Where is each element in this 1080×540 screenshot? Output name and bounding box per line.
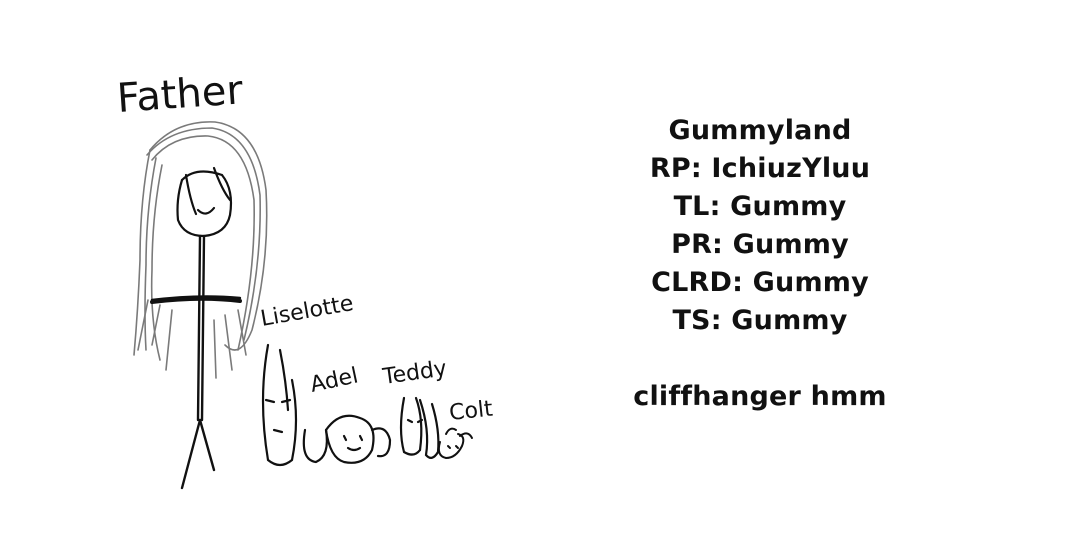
liselotte-label: Liselotte	[259, 291, 356, 332]
credits-note: cliffhanger hmm	[633, 381, 887, 412]
colt-label: Colt	[448, 397, 494, 426]
liselotte-bunny	[261, 343, 298, 467]
credits-title: Gummyland	[668, 115, 852, 146]
adel-label: Adel	[308, 363, 360, 397]
father-hair	[133, 121, 268, 379]
credits-ts: TS: Gummy	[672, 305, 848, 336]
credits-clrd: CLRD: Gummy	[651, 267, 869, 298]
father-body	[150, 234, 242, 490]
colt-bunny	[437, 427, 473, 460]
father-head	[176, 166, 233, 238]
father-label: Father	[115, 67, 244, 122]
credits-spacer	[600, 340, 920, 378]
credits-rp: RP: IchiuzYluu	[649, 153, 871, 184]
teddy-label: Teddy	[380, 356, 448, 390]
stick-figure-drawing: Father	[115, 67, 494, 490]
credits-block: Gummyland RP: IchiuzYluu TL: Gummy PR: G…	[600, 112, 920, 416]
credits-pr: PR: Gummy	[671, 229, 849, 260]
teddy-bunny	[399, 396, 440, 459]
credits-tl: TL: Gummy	[673, 191, 847, 222]
adel-bunny	[302, 414, 392, 464]
